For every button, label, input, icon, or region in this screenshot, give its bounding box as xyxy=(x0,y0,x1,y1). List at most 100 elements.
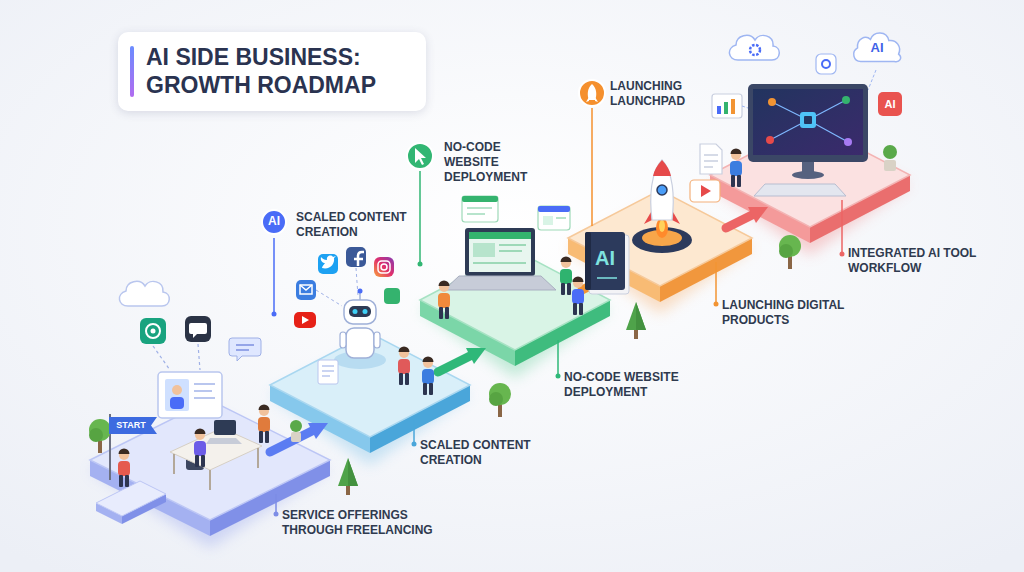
illustration-part xyxy=(209,470,211,490)
illustration-part xyxy=(657,185,667,195)
illustration-part xyxy=(690,180,720,202)
illustration-part xyxy=(444,276,556,290)
illustration-part xyxy=(194,383,215,385)
title-text: AI SIDE BUSINESS: GROWTH ROADMAP xyxy=(146,44,408,99)
illustration-part xyxy=(258,405,270,444)
illustration-part xyxy=(272,312,277,317)
illustration-part xyxy=(89,419,111,453)
book-cover-text: AI xyxy=(595,247,619,279)
illustration-part xyxy=(704,160,718,162)
ai-cloud: AI xyxy=(850,27,904,64)
illustration-part xyxy=(374,257,394,277)
illustration-part xyxy=(753,89,863,155)
illustration-part xyxy=(236,349,249,351)
step-label: SERVICE OFFERINGS THROUGH FREELANCING xyxy=(282,508,450,538)
illustration-part xyxy=(146,324,160,338)
illustration-part xyxy=(462,196,498,222)
flag-cloth xyxy=(109,417,157,434)
illustration-part xyxy=(363,309,368,314)
illustration-part xyxy=(748,84,868,162)
illustration-part xyxy=(626,302,646,339)
illustration-part xyxy=(322,365,334,367)
step-label: SCALED CONTENT CREATION xyxy=(296,210,416,240)
ai-badge: AI xyxy=(261,209,287,235)
step-label: NO-CODE WEBSITE DEPLOYMENT xyxy=(564,370,696,400)
illustration-part xyxy=(198,344,200,370)
step-label: INTEGRATED AI TOOL WORKFLOW xyxy=(848,246,988,276)
illustration-part xyxy=(560,257,572,296)
illustration-part xyxy=(338,458,358,495)
illustration-part xyxy=(730,149,742,188)
illustration-part xyxy=(586,97,589,102)
illustration-part xyxy=(407,143,433,169)
illustration-part xyxy=(294,312,316,328)
illustration-part xyxy=(473,243,495,257)
illustration-part xyxy=(316,290,342,306)
start-flag: START xyxy=(109,417,157,434)
illustration-part xyxy=(588,84,596,100)
illustration-part xyxy=(750,45,760,55)
illustration-part xyxy=(419,171,421,262)
website-scene xyxy=(438,196,646,339)
illustration-part xyxy=(236,344,254,346)
illustration-part xyxy=(346,247,366,267)
illustration-part xyxy=(656,218,668,238)
title-accent-bar xyxy=(130,46,134,97)
step-arrows xyxy=(270,207,768,452)
illustration-part xyxy=(766,136,774,144)
illustration-part xyxy=(418,262,423,267)
illustration-part xyxy=(318,360,338,384)
illustration-part xyxy=(374,332,380,348)
illustration-part xyxy=(742,106,748,108)
illustration-part xyxy=(754,184,846,196)
illustration-part xyxy=(591,108,593,226)
illustration-part xyxy=(194,390,212,392)
illustration-part xyxy=(883,145,897,159)
illustration-part xyxy=(467,207,492,209)
illustration-part xyxy=(701,185,711,197)
illustration-part xyxy=(840,252,845,257)
illustration-part xyxy=(499,250,522,252)
illustration-part xyxy=(465,228,535,276)
illustration-part xyxy=(300,285,312,294)
illustration-part xyxy=(290,420,302,432)
illustration-part xyxy=(296,280,316,300)
illustration-part xyxy=(340,332,346,348)
illustration-part xyxy=(346,328,374,358)
illustration-part xyxy=(704,166,713,168)
illustration-part xyxy=(543,216,553,225)
illustration-part xyxy=(118,449,130,488)
product-launch-scene xyxy=(632,144,801,269)
illustration-part xyxy=(302,316,309,324)
badge-text: AI xyxy=(268,215,280,228)
book-cover xyxy=(585,232,625,290)
illustration-part xyxy=(165,379,189,411)
illustration-part xyxy=(189,323,207,338)
illustration-part xyxy=(322,370,334,372)
illustration-part xyxy=(158,372,222,418)
illustration-part xyxy=(291,432,301,442)
illustration-part xyxy=(729,35,779,60)
illustration-part xyxy=(384,288,400,304)
illustration-part xyxy=(413,420,415,442)
illustration-part xyxy=(704,154,718,156)
illustration-part xyxy=(712,94,742,118)
cloud-outline xyxy=(854,33,901,62)
illustration-part xyxy=(714,302,719,307)
title-box: AI SIDE BUSINESS: GROWTH ROADMAP xyxy=(118,32,426,111)
illustration-part xyxy=(438,356,470,372)
illustration-part xyxy=(489,383,511,417)
illustration-part xyxy=(308,423,328,439)
freelance-scene xyxy=(89,281,358,495)
step-label: LAUNCHING LAUNCHPAD xyxy=(610,79,702,109)
illustration-part xyxy=(257,448,259,468)
illustration-part xyxy=(173,454,175,474)
illustration-part xyxy=(140,318,166,344)
illustration-part xyxy=(659,220,665,232)
illustration-part xyxy=(724,102,728,114)
illustration-part xyxy=(274,512,279,517)
book-rule xyxy=(597,277,617,279)
illustration-part xyxy=(884,160,896,171)
illustration-part xyxy=(768,98,776,106)
